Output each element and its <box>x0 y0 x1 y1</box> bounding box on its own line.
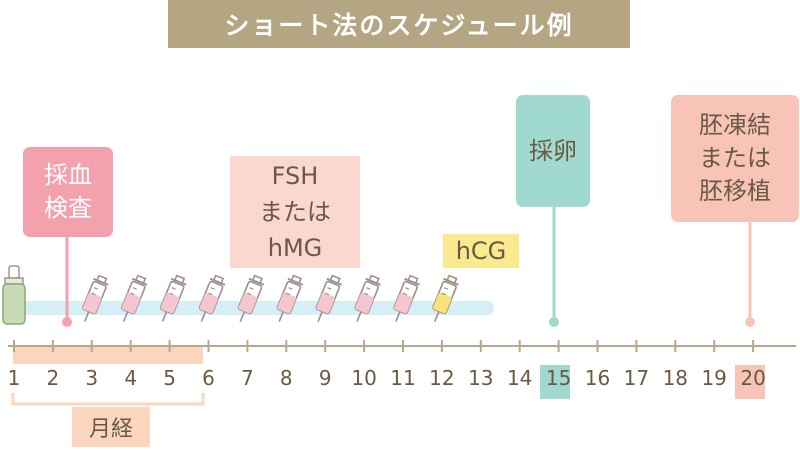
day-label-15: 15 <box>545 366 572 390</box>
egg-retrieval-line-1: 採卵 <box>529 136 577 165</box>
day-label-11: 11 <box>390 366 416 390</box>
day-label-3: 3 <box>85 366 99 390</box>
day-label-2: 2 <box>46 366 60 390</box>
menses-bracket <box>11 393 205 406</box>
day-label-18: 18 <box>662 366 689 390</box>
fsh-syringe-day-11 <box>393 274 420 322</box>
embryo-line-1: 胚凍結 <box>699 111 771 139</box>
embryo-pin-dot <box>745 317 755 327</box>
fsh-syringe-day-5 <box>159 274 187 322</box>
day-label-6: 6 <box>202 366 215 390</box>
day-label-14: 14 <box>506 366 533 390</box>
day-label-7: 7 <box>241 366 254 390</box>
day-label-13: 13 <box>468 366 494 390</box>
fsh-hmg-line-1: FSH <box>271 162 319 190</box>
blood-test-label: 採血 検査 <box>23 147 113 237</box>
fsh-syringe-day-6 <box>198 274 226 322</box>
day-label-4: 4 <box>124 366 138 390</box>
blood-test-pin-dot <box>62 317 72 327</box>
fsh-syringe-day-9 <box>315 274 342 322</box>
nasal-spray-icon <box>2 265 26 325</box>
axis-ticks <box>13 340 755 352</box>
menses-label: 月経 <box>72 407 150 447</box>
menses-bar <box>13 346 203 364</box>
egg-retrieval-pin-dot <box>549 317 559 327</box>
blood-test-line-1: 採血 <box>44 161 92 189</box>
embryo-line-2: または <box>699 144 771 172</box>
blood-test-line-2: 検査 <box>44 194 92 222</box>
fsh-hmg-label: FSH または hMG <box>230 156 360 268</box>
day-label-8: 8 <box>279 366 293 390</box>
day-label-16: 16 <box>584 366 611 390</box>
fsh-syringe-day-4 <box>121 274 148 322</box>
injection-icons <box>82 274 459 322</box>
day-label-17: 17 <box>623 366 650 390</box>
fsh-hmg-line-3: hMG <box>267 234 323 262</box>
egg-retrieval-day-highlight <box>540 365 570 399</box>
hcg-syringe-day-12 <box>432 274 459 322</box>
fsh-syringe-day-7 <box>237 274 265 322</box>
embryo-day-highlight <box>735 365 765 399</box>
day-label-19: 19 <box>701 366 727 390</box>
embryo-line-3: 胚移植 <box>699 177 771 205</box>
fsh-syringe-day-3 <box>82 274 109 322</box>
day-label-5: 5 <box>163 366 176 390</box>
fsh-hmg-line-2: または <box>259 198 331 226</box>
egg-retrieval-label: 採卵 <box>516 95 590 207</box>
day-label-1: 1 <box>7 366 21 390</box>
day-label-12: 12 <box>429 366 455 390</box>
frozen-embryo-label: 胚凍結 または 胚移植 <box>671 95 799 222</box>
day-label-9: 9 <box>318 366 332 390</box>
fsh-syringe-day-10 <box>354 274 381 322</box>
page-title: ショート法のスケジュール例 <box>168 0 630 48</box>
day-label-20: 20 <box>740 366 766 390</box>
hcg-label: hCG <box>443 234 519 268</box>
fsh-syringe-day-8 <box>276 274 304 322</box>
day-label-10: 10 <box>351 366 377 390</box>
